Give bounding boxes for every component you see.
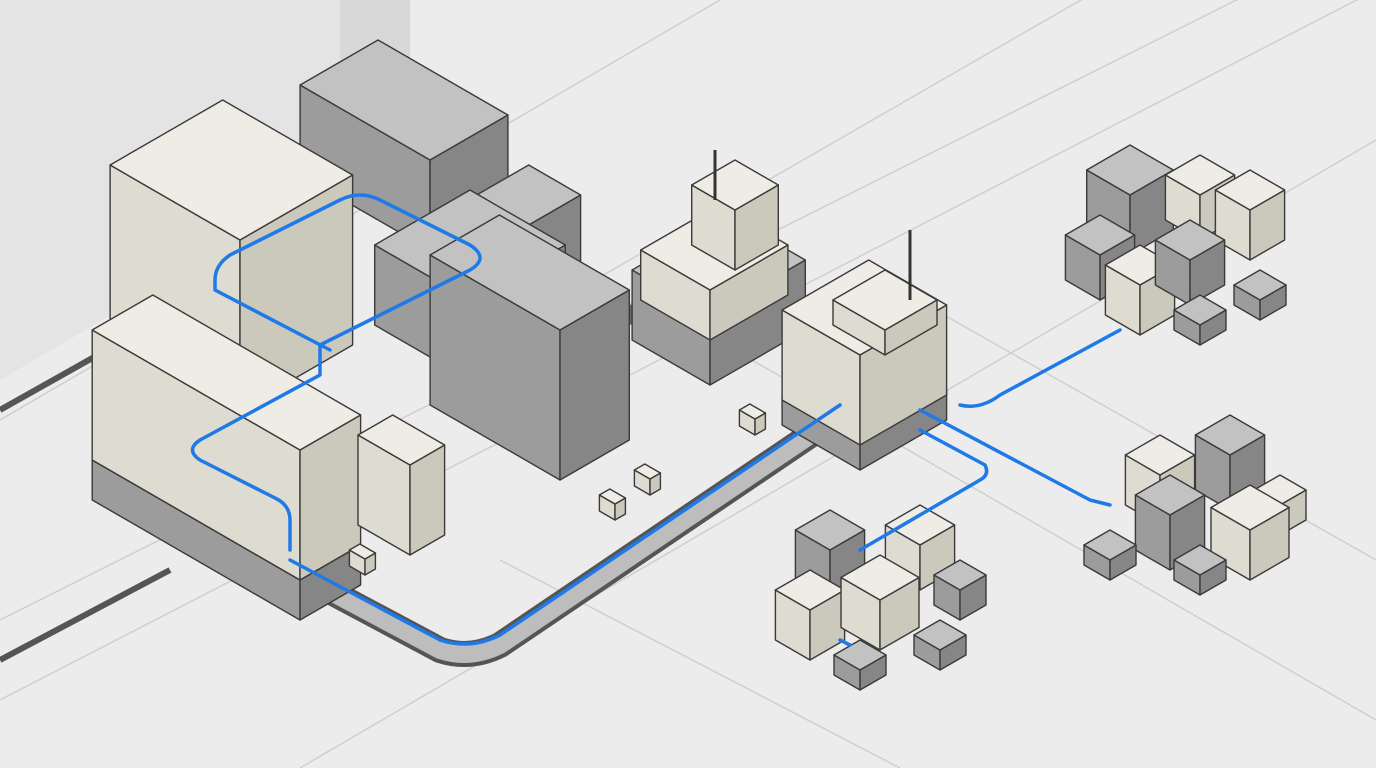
flow-lines bbox=[190, 193, 1122, 647]
warehouse-cluster-1-box bbox=[1233, 269, 1287, 321]
warehouse-cluster-1-box bbox=[1214, 169, 1286, 261]
delivery-truck-icon bbox=[348, 543, 377, 576]
delivery-truck-icon bbox=[598, 488, 627, 521]
warehouse-cluster-2-box bbox=[1083, 529, 1137, 581]
warehouse-cluster-3-box bbox=[833, 639, 887, 691]
factory-small-box bbox=[357, 414, 446, 556]
floor-rail bbox=[0, 567, 172, 663]
warehouse-cluster-3-box bbox=[933, 559, 987, 621]
flow-line-1 bbox=[190, 193, 482, 552]
warehouse-cluster-2-box bbox=[1134, 474, 1206, 571]
warehouse-cluster-3-box bbox=[913, 619, 967, 671]
warehouse-cluster-3-box bbox=[774, 569, 846, 661]
warehouse-cluster-3-box bbox=[840, 554, 920, 651]
conveyor-surface bbox=[285, 407, 846, 663]
flow-line-3 bbox=[918, 408, 1112, 507]
flow-line-2 bbox=[288, 403, 842, 646]
factory-chute-block bbox=[429, 214, 630, 481]
warehouse-cluster-1-box bbox=[1154, 219, 1226, 306]
flow-line-6 bbox=[838, 638, 852, 647]
delivery-truck-icon bbox=[738, 403, 767, 436]
tower1-top bbox=[691, 159, 779, 271]
flow-line-4 bbox=[958, 328, 1122, 408]
warehouse-cluster-1-box bbox=[1173, 294, 1227, 346]
warehouse-cluster-2-box bbox=[1173, 544, 1227, 596]
flow-line-5 bbox=[858, 428, 989, 552]
delivery-truck-icon bbox=[633, 463, 662, 496]
